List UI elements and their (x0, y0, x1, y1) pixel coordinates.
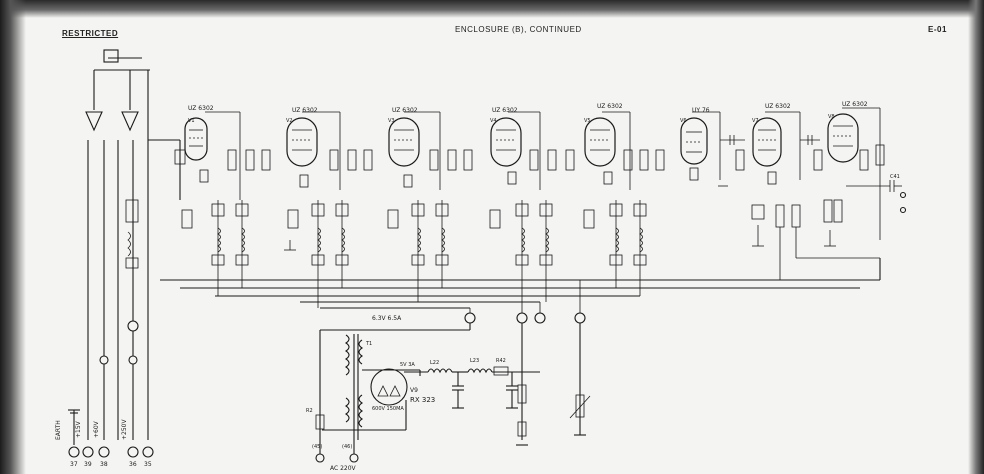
tube-v3-icon (388, 117, 420, 167)
page-reference: E-01 (928, 25, 947, 34)
document-title: ENCLOSURE (B), CONTINUED (455, 25, 582, 34)
tube-label: UZ 6302 (492, 107, 518, 114)
input-terminal-row (68, 446, 154, 458)
tube-ref: V4 (490, 118, 497, 124)
tube-label: UZ 6302 (392, 107, 418, 114)
stage-8 (800, 107, 907, 247)
tube-ref: V3 (388, 118, 395, 124)
resistor-label: R42 (496, 358, 506, 364)
stage-2 (284, 111, 373, 308)
pin-label: 36 (129, 461, 137, 468)
pin-label: 37 (70, 461, 78, 468)
plus15-label: +15V (75, 420, 82, 438)
scan-edge-left (0, 0, 26, 474)
choke-label: L22 (430, 360, 439, 366)
plus60-label: +60V (93, 420, 100, 438)
filament-secondary-label: 6.3V 6.5A (372, 315, 402, 322)
tube-v1-icon (184, 117, 208, 161)
earth-label: EARTH (55, 420, 62, 440)
tube-v4-icon (490, 117, 522, 167)
tube-ref: V8 (828, 114, 835, 120)
power-supply (315, 323, 591, 463)
scan-edge-top (0, 0, 984, 18)
bus-lines (148, 139, 881, 309)
stage-7 (751, 111, 880, 280)
mains-voltage-label: AC 220V (330, 465, 357, 472)
tube-v2-icon (286, 117, 318, 167)
scan-edge-right (968, 0, 984, 474)
rectifier-type-label: RX 323 (410, 396, 435, 404)
mains-pin-label: (46) (342, 444, 352, 450)
classification-label: RESTRICTED (62, 29, 119, 38)
tube-ref: V7 (752, 118, 759, 124)
tube-ref: V6 (680, 118, 687, 124)
stage-3 (387, 111, 473, 302)
tube-label: UZ 6302 (292, 107, 318, 114)
vacuum-tubes (184, 113, 859, 167)
mains-pin-label: (45) (312, 444, 322, 450)
pin-label: 38 (100, 461, 108, 468)
rectifier-secondary-label: 5V 3A (400, 362, 415, 368)
rectifier-ref-label: V9 (410, 387, 418, 394)
pin-label: 35 (144, 461, 152, 468)
tube-label: UY 76 (692, 107, 710, 114)
fuse-label: R2 (306, 408, 313, 414)
tube-label: UZ 6302 (842, 101, 868, 108)
tube-v8-icon (827, 113, 859, 163)
tube-ref: V2 (286, 118, 293, 124)
tube-label: UZ 6302 (188, 105, 214, 112)
stage-5 (583, 111, 665, 296)
choke-label: L23 (470, 358, 479, 364)
input-rails (68, 49, 150, 445)
plus250-label: +250V (121, 419, 128, 440)
bus-terminals (464, 280, 586, 324)
tube-label: UZ 6302 (765, 103, 791, 110)
tube-v5-icon (584, 117, 616, 167)
tube-label: UZ 6302 (597, 103, 623, 110)
stage-4 (489, 111, 575, 302)
tube-v6-icon (680, 117, 708, 165)
hv-secondary-label: 600V 150MA (372, 406, 404, 412)
stage-1 (174, 111, 271, 296)
output-cap-label: C41 (890, 174, 900, 180)
pin-label: 39 (84, 461, 92, 468)
transformer-ref-label: T1 (365, 341, 372, 347)
tube-v7-icon (752, 117, 782, 167)
tube-ref: V5 (584, 118, 591, 124)
stage-6 (689, 111, 745, 187)
tube-ref: V1 (188, 118, 195, 124)
